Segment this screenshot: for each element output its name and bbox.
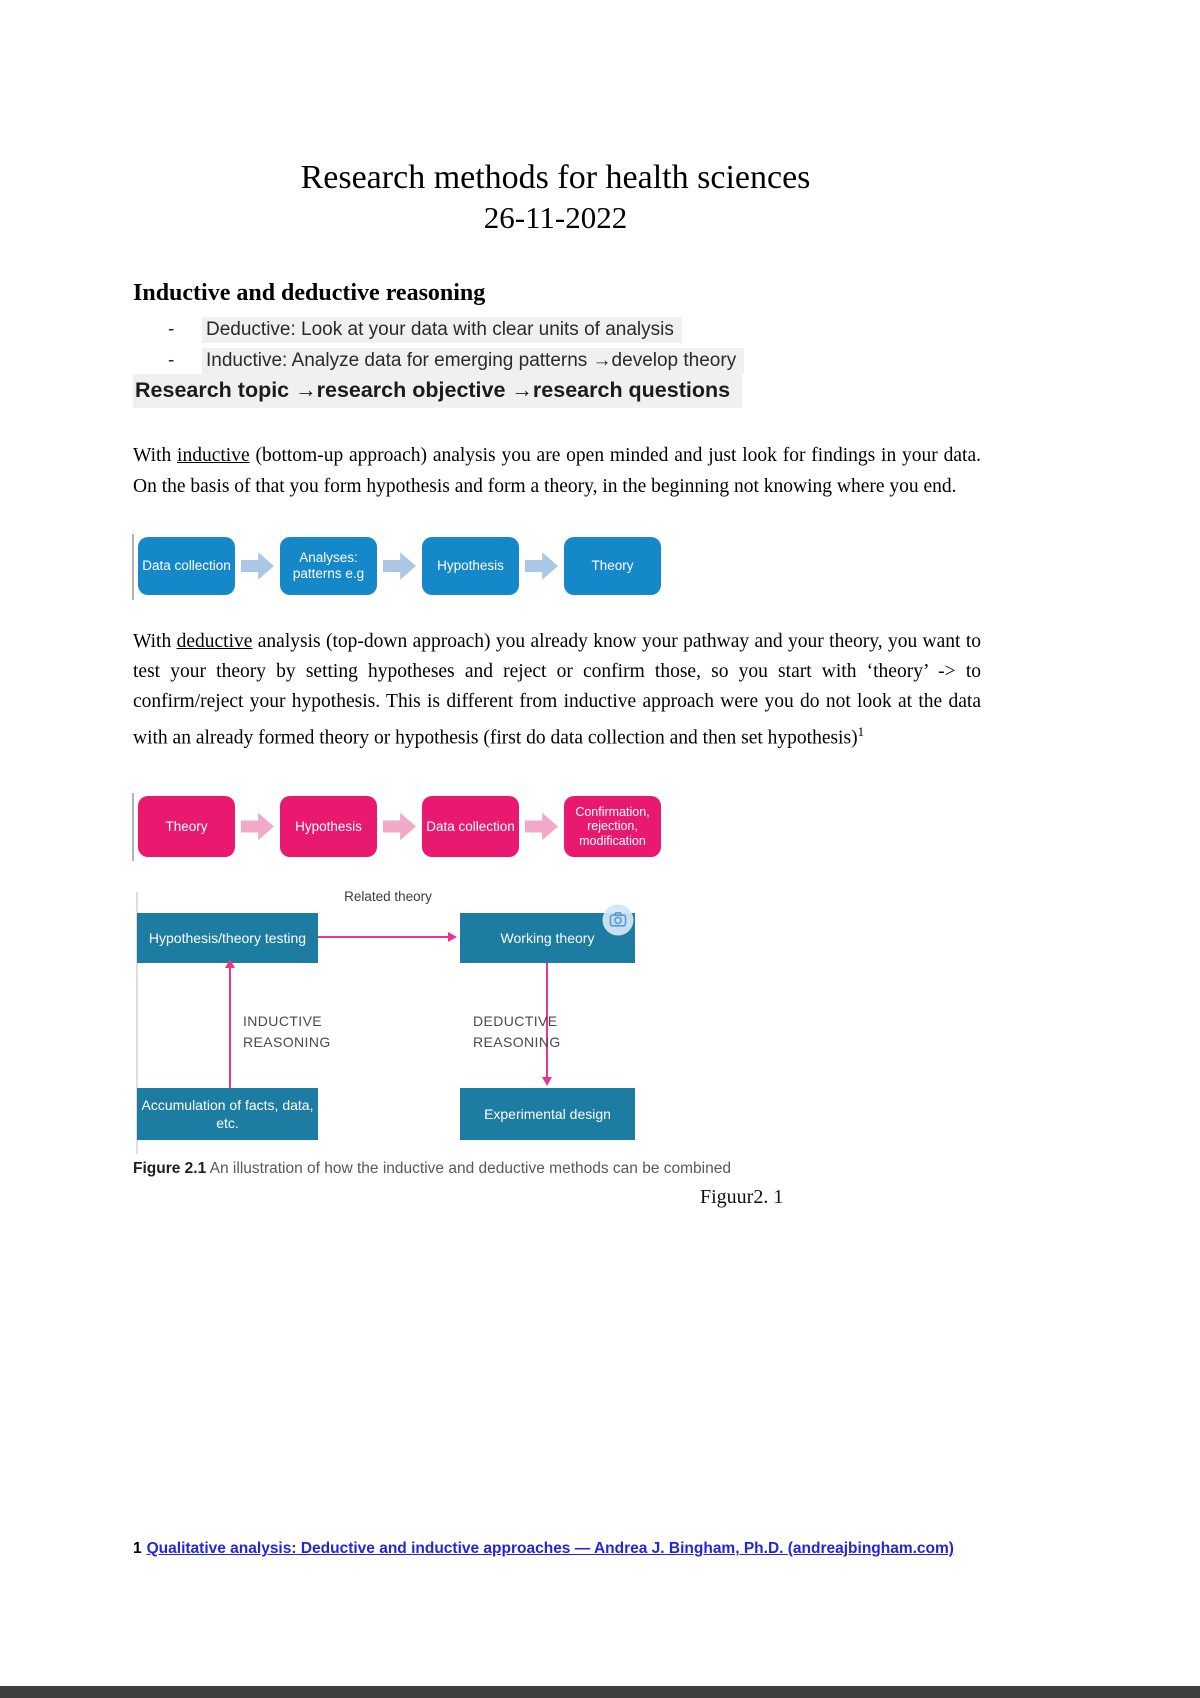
paragraph-inductive: With inductive (bottom-up approach) anal… xyxy=(133,440,981,502)
section-heading-research-topic: Research topic →research objective →rese… xyxy=(133,374,743,408)
figure-caption-label: Figure 2.1 xyxy=(133,1160,207,1177)
inductive-flow-diagram: Data collection Analyses: patterns e.g H… xyxy=(132,534,661,600)
figure-box-label: Hypothesis/theory testing xyxy=(148,930,307,946)
figure-caption: Figure 2.1 An illustration of how the in… xyxy=(133,1156,745,1181)
arrowhead-up-icon xyxy=(225,959,235,968)
paragraph-lead: With xyxy=(133,631,177,652)
arrowhead-right-icon xyxy=(448,932,457,942)
flow-step-confirmation: Confirmation, rejection, modification xyxy=(564,796,661,857)
figure-left-border xyxy=(136,892,138,1154)
section-heading-reasoning: Inductive and deductive reasoning xyxy=(133,279,486,306)
deductive-reasoning-label: DEDUCTIVE REASONING xyxy=(473,1013,561,1050)
paragraph-lead: With xyxy=(133,445,178,466)
flow-step-label: Data collection xyxy=(142,558,231,573)
paragraph-rest: (bottom-up approach) analysis you are op… xyxy=(133,445,981,497)
figure-box-label: Working theory xyxy=(500,930,595,946)
flow-step-label: Theory xyxy=(591,558,634,573)
bullet-dash: - xyxy=(168,319,175,340)
arrow-related-theory xyxy=(318,936,450,938)
arrow-right-icon xyxy=(525,812,558,841)
underlined-term-inductive: inductive xyxy=(177,445,250,466)
bottom-window-edge xyxy=(0,1686,1200,1698)
arrow-right-icon xyxy=(241,552,274,580)
related-theory-label: Related theory xyxy=(344,889,432,904)
heading-text: Research topic →research objective →rese… xyxy=(133,374,743,408)
underlined-term-deductive: deductive xyxy=(176,631,253,652)
flow-step-theory: Theory xyxy=(138,796,235,857)
footnote-link[interactable]: Qualitative analysis: Deductive and indu… xyxy=(146,1540,954,1557)
figure-caption-text: An illustration of how the inductive and… xyxy=(206,1160,731,1177)
flow-step-data-collection: Data collection xyxy=(138,537,235,595)
flow-step-analyses: Analyses: patterns e.g xyxy=(280,537,377,595)
flow-step-hypothesis: Hypothesis xyxy=(280,796,377,857)
inductive-reasoning-label: INDUCTIVE REASONING xyxy=(243,1013,331,1050)
flow-step-label: Hypothesis xyxy=(295,818,362,834)
page-date: 26-11-2022 xyxy=(483,200,628,235)
paragraph-rest: analysis (top-down approach) you already… xyxy=(133,631,982,749)
arrow-right-icon xyxy=(525,552,558,580)
arrow-right-icon xyxy=(383,552,416,580)
paragraph-deductive: With deductive analysis (top-down approa… xyxy=(133,627,981,754)
figure-box-hypothesis-theory-testing: Hypothesis/theory testing xyxy=(137,913,318,963)
arrowhead-down-icon xyxy=(542,1077,552,1086)
flow-step-label: Hypothesis xyxy=(437,558,504,573)
bullet-text: Inductive: Analyze data for emerging pat… xyxy=(202,348,745,374)
flow-step-data-collection: Data collection xyxy=(422,796,519,857)
arrow-inductive xyxy=(229,968,231,1088)
figure-box-experimental-design: Experimental design xyxy=(460,1088,635,1140)
figure-box-accumulation-of-facts: Accumulation of facts, data, etc. xyxy=(137,1088,318,1140)
bullet-item-deductive: - Deductive: Look at your data with clear… xyxy=(168,317,682,343)
footnote-marker: 1 xyxy=(133,1540,142,1557)
flow-step-label: Theory xyxy=(165,818,208,834)
footnote-reference: 1 xyxy=(857,724,865,739)
flow-step-label: Data collection xyxy=(426,818,515,834)
figuur-note: Figuur2. 1 xyxy=(700,1186,784,1208)
figure-box-label: Accumulation of facts, data, etc. xyxy=(141,1097,314,1131)
deductive-flow-diagram: Theory Hypothesis Data collection Confir… xyxy=(132,793,661,861)
arrow-right-icon xyxy=(383,812,416,841)
arrow-right-icon xyxy=(241,812,274,841)
camera-icon xyxy=(601,903,635,937)
flow-step-hypothesis: Hypothesis xyxy=(422,537,519,595)
page-title: Research methods for health sciences xyxy=(300,158,811,196)
arrow-deductive xyxy=(546,963,548,1078)
flow-step-label: Confirmation, rejection, modification xyxy=(575,804,650,848)
bullet-item-inductive: - Inductive: Analyze data for emerging pa… xyxy=(168,348,745,374)
flow-step-theory: Theory xyxy=(564,537,661,595)
bullet-dash: - xyxy=(168,350,175,371)
flow-step-label: Analyses: patterns e.g xyxy=(292,550,365,581)
bullet-text: Deductive: Look at your data with clear … xyxy=(202,317,682,343)
figure-box-label: Experimental design xyxy=(484,1106,611,1122)
